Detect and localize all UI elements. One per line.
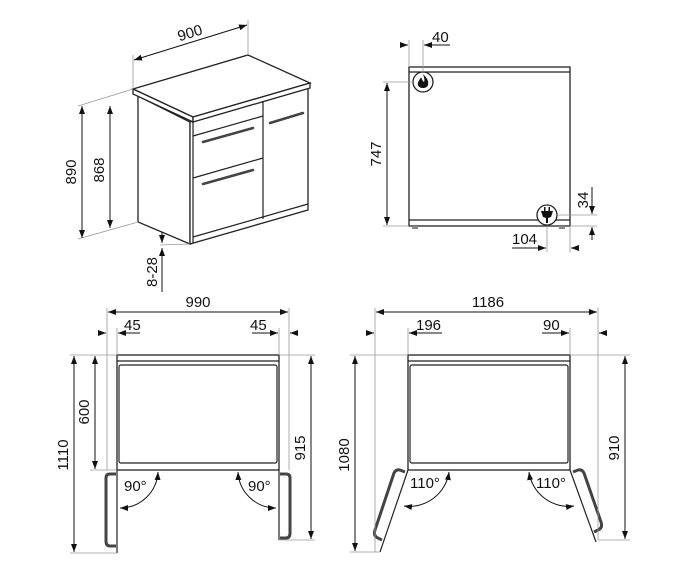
dimension-right-height-90-label: 915 bbox=[292, 435, 309, 460]
dimension-electric-offset-label: 104 bbox=[512, 231, 537, 248]
dimension-right-offset-110-label: 90 bbox=[543, 317, 560, 334]
left-angle-90-label: 90° bbox=[124, 478, 147, 495]
perspective-view: 900 890 868 8-28 bbox=[63, 20, 312, 292]
plug-icon bbox=[536, 204, 558, 226]
top-view-doors-110: 1186 196 90 1080 910 110° 110° bbox=[336, 294, 630, 553]
dimension-total-width-110-label: 1186 bbox=[472, 294, 504, 311]
right-angle-90-label: 90° bbox=[248, 478, 271, 495]
dimension-height-body-label: 868 bbox=[91, 157, 108, 182]
dimension-right-offset-90-label: 45 bbox=[250, 317, 267, 334]
right-angle-arc bbox=[235, 471, 277, 512]
right-angle-110-label: 110° bbox=[536, 475, 566, 492]
dimension-total-height-110-label: 1080 bbox=[336, 438, 353, 471]
left-angle-arc bbox=[119, 471, 161, 512]
flame-icon bbox=[412, 71, 434, 93]
dimension-gas-offset-label: 40 bbox=[432, 29, 449, 46]
left-door-handle bbox=[104, 472, 116, 548]
left-door-handle-110 bbox=[372, 468, 406, 542]
top-view-doors-90: 990 45 45 1110 600 915 90° 90° bbox=[55, 294, 315, 554]
dimension-left-offset-110-label: 196 bbox=[416, 317, 441, 334]
side-view: 40 747 34 104 bbox=[368, 29, 597, 252]
right-door-handle bbox=[280, 472, 292, 540]
left-angle-110-label: 110° bbox=[410, 475, 440, 492]
right-angle-110-arc bbox=[527, 471, 575, 511]
dimension-depth-label: 600 bbox=[76, 399, 93, 424]
dimension-gas-height-label: 747 bbox=[368, 141, 385, 166]
dimension-total-width-90-label: 990 bbox=[185, 294, 210, 311]
dimension-feet-label: 8-28 bbox=[144, 257, 161, 287]
dimension-width-line bbox=[133, 24, 248, 61]
dimension-height-total-label: 890 bbox=[63, 159, 80, 184]
left-angle-110-arc bbox=[403, 471, 451, 511]
dimension-right-height-110-label: 910 bbox=[606, 435, 623, 460]
dimension-left-offset-90-label: 45 bbox=[124, 317, 141, 334]
dimension-total-height-90-label: 1110 bbox=[55, 439, 72, 470]
cabinet-perspective bbox=[77, 20, 312, 246]
cabinet-side bbox=[408, 66, 571, 227]
dimension-electric-height-label: 34 bbox=[575, 192, 592, 209]
dimension-width-label: 900 bbox=[176, 22, 205, 46]
right-door-handle-110 bbox=[572, 468, 604, 534]
